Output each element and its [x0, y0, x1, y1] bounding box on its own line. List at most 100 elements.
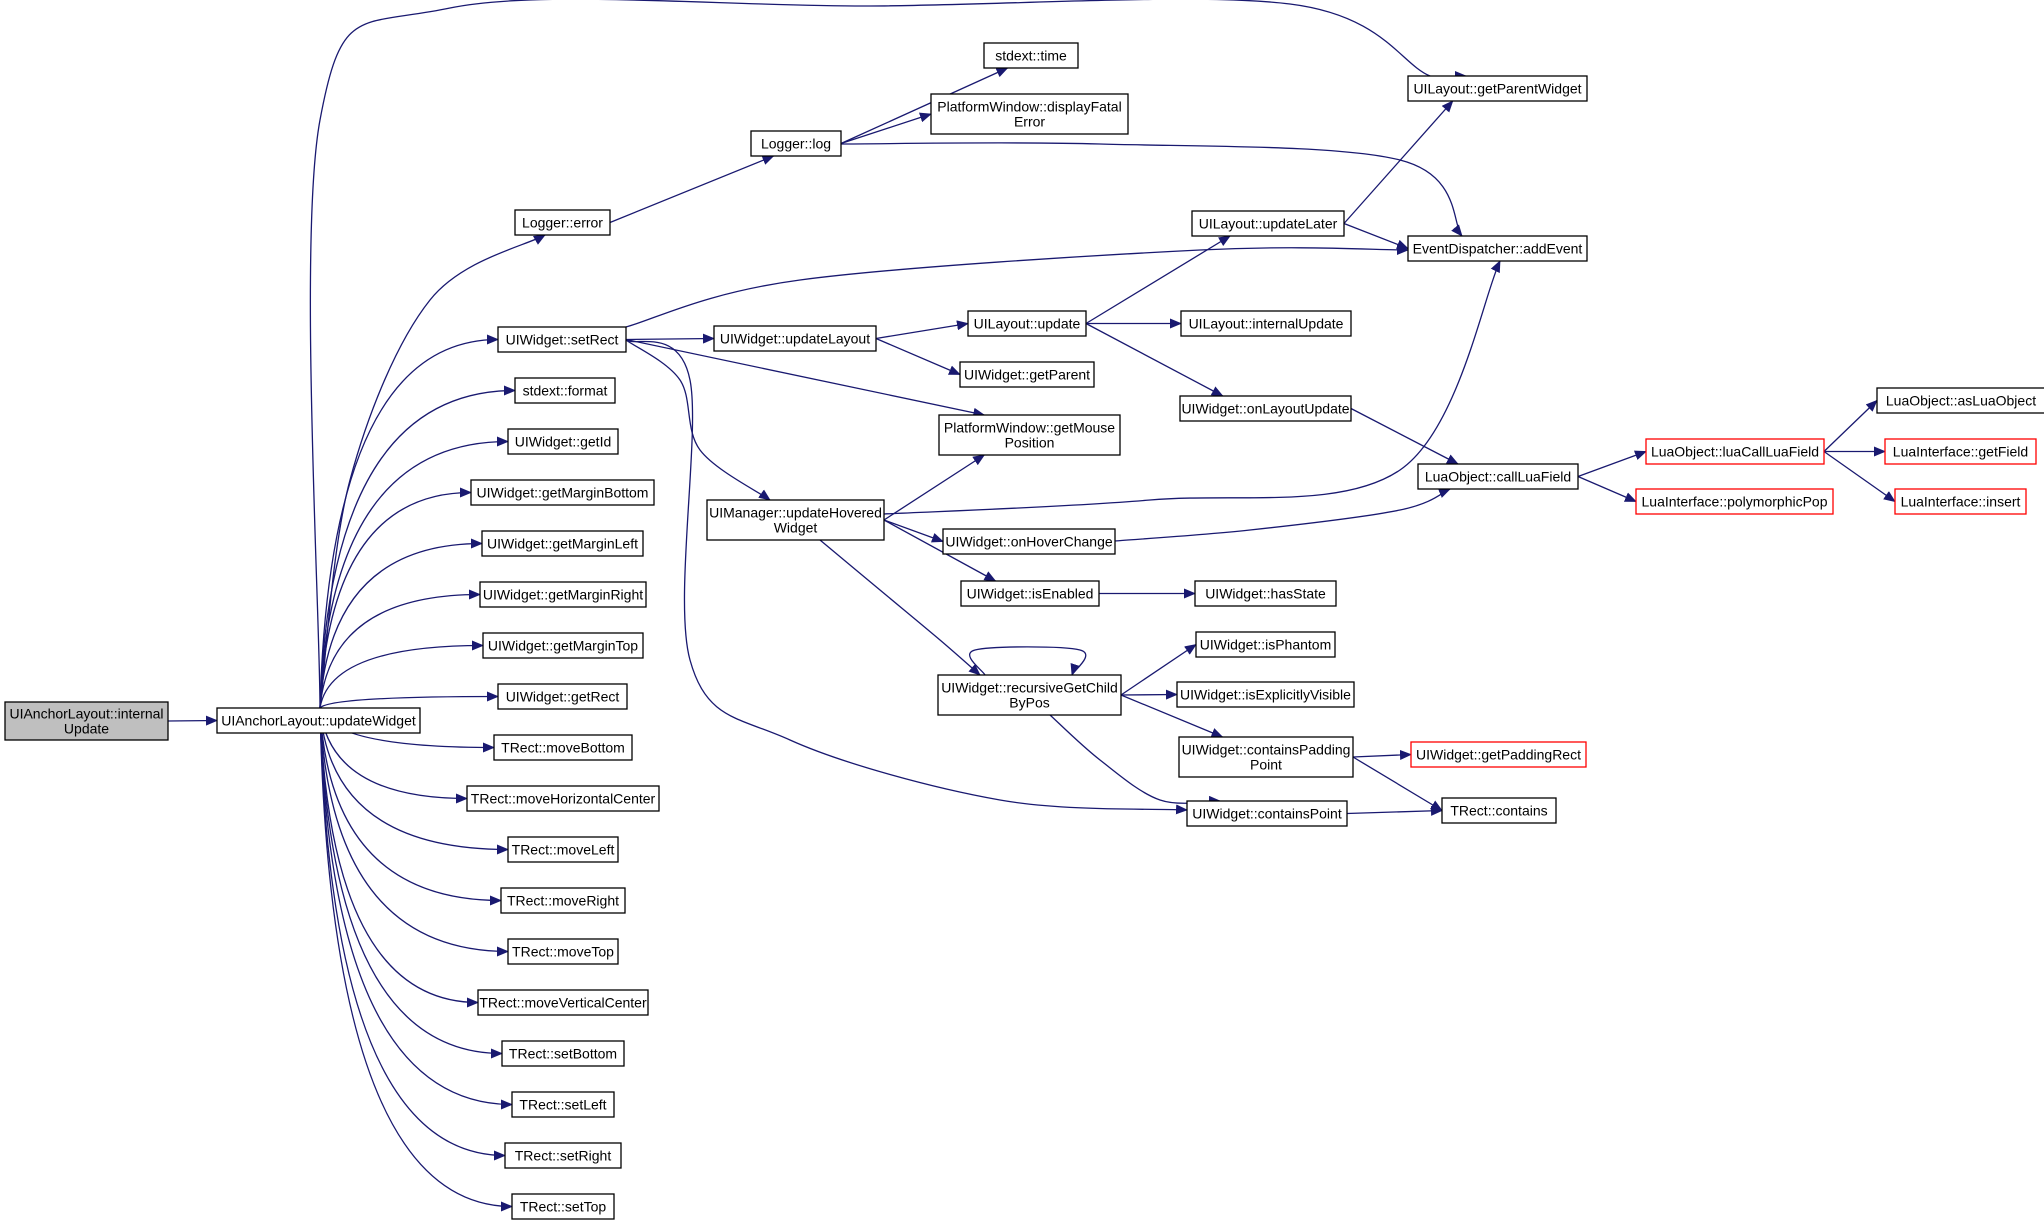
node-loggerLog[interactable]: Logger::log — [750, 130, 842, 157]
node-label: LuaObject::asLuaObject — [1886, 393, 2036, 409]
node-box — [1407, 235, 1588, 262]
node-onLayoutUpdate[interactable]: UIWidget::onLayoutUpdate — [1179, 395, 1352, 422]
node-label: UIWidget::isPhantom — [1200, 637, 1332, 653]
node-label: Widget — [774, 520, 818, 536]
node-stdextTime[interactable]: stdext::time — [983, 42, 1079, 69]
node-label: ByPos — [1009, 695, 1049, 711]
node-box — [1417, 463, 1579, 490]
node-getField[interactable]: LuaInterface::getField — [1884, 438, 2037, 465]
node-label: UILayout::updateLater — [1199, 216, 1338, 232]
node-label: LuaInterface::getField — [1893, 444, 2028, 460]
node-label: UIWidget::getMarginTop — [488, 638, 638, 654]
node-label: stdext::format — [523, 383, 608, 399]
node-getRect[interactable]: UIWidget::getRect — [497, 683, 628, 710]
node-moveHorizontalCenter[interactable]: TRect::moveHorizontalCenter — [466, 785, 660, 812]
node-luaCallLuaField[interactable]: LuaObject::luaCallLuaField — [1645, 438, 1825, 465]
node-label: TRect::moveHorizontalCenter — [471, 791, 656, 807]
node-isPhantom[interactable]: UIWidget::isPhantom — [1195, 631, 1336, 658]
node-box — [466, 785, 660, 812]
node-box — [938, 414, 1121, 456]
node-box — [1179, 395, 1352, 422]
edge-recursiveGetChildByPos-to-isPhantom — [1120, 643, 1197, 696]
node-callLuaField[interactable]: LuaObject::callLuaField — [1417, 463, 1579, 490]
node-updateLater[interactable]: UILayout::updateLater — [1191, 210, 1345, 237]
node-box — [1635, 488, 1834, 515]
edge-onHoverChange-to-callLuaField — [1114, 488, 1451, 542]
node-trectContains[interactable]: TRect::contains — [1441, 797, 1557, 824]
node-moveLeft[interactable]: TRect::moveLeft — [507, 836, 619, 863]
node-label: UIWidget::containsPoint — [1192, 806, 1342, 822]
node-setRect[interactable]: UIWidget::setRect — [497, 326, 627, 353]
node-moveRight[interactable]: TRect::moveRight — [500, 887, 626, 914]
node-label: UIWidget::getMarginBottom — [477, 485, 649, 501]
node-moveTop[interactable]: TRect::moveTop — [507, 938, 619, 965]
node-box — [1191, 210, 1345, 237]
edge-setRect-to-getMousePosition — [625, 338, 986, 418]
node-hasState[interactable]: UIWidget::hasState — [1194, 580, 1337, 607]
node-getMarginLeft[interactable]: UIWidget::getMarginLeft — [481, 530, 644, 557]
node-addEvent[interactable]: EventDispatcher::addEvent — [1407, 235, 1588, 262]
node-box — [937, 674, 1122, 716]
node-getPaddingRect[interactable]: UIWidget::getPaddingRect — [1410, 741, 1587, 768]
edge-containsPaddingPoint-to-trectContains — [1352, 756, 1443, 812]
node-box — [750, 130, 842, 157]
node-getMarginTop[interactable]: UIWidget::getMarginTop — [482, 632, 644, 659]
node-getMarginRight[interactable]: UIWidget::getMarginRight — [479, 581, 647, 608]
node-label: TRect::setLeft — [519, 1097, 606, 1113]
node-setLeft[interactable]: TRect::setLeft — [511, 1091, 615, 1118]
node-isEnabled[interactable]: UIWidget::isEnabled — [960, 580, 1100, 607]
node-loggerError[interactable]: Logger::error — [514, 209, 611, 236]
edge-layoutUpdate-to-updateLater — [1085, 235, 1231, 325]
node-box — [930, 93, 1129, 135]
edge-luaCallLuaField-to-asLuaObject — [1823, 399, 1878, 452]
edge-onLayoutUpdate-to-callLuaField — [1350, 407, 1459, 465]
node-getParentWidget[interactable]: UILayout::getParentWidget — [1407, 75, 1588, 102]
edge-callLuaField-to-luaCallLuaField — [1577, 450, 1647, 478]
node-box — [470, 479, 655, 506]
node-moveBottom[interactable]: TRect::moveBottom — [493, 734, 633, 761]
edge-updateWidget-to-setTop — [319, 707, 513, 1212]
nodes-layer: UIAnchorLayout::internalUpdate UIAnchorLa… — [4, 42, 2044, 1220]
node-box — [479, 581, 647, 608]
node-label: UIWidget::hasState — [1205, 586, 1326, 602]
node-isExplicitlyVisible[interactable]: UIWidget::isExplicitlyVisible — [1176, 681, 1355, 708]
node-containsPoint[interactable]: UIWidget::containsPoint — [1186, 800, 1348, 827]
node-moveVerticalCenter[interactable]: TRect::moveVerticalCenter — [477, 989, 649, 1016]
node-layoutUpdate[interactable]: UILayout::update — [967, 310, 1087, 337]
node-label: UIWidget::getParent — [964, 367, 1090, 383]
edge-updateWidget-to-getParentWidget — [309, 0, 1467, 709]
node-label: UIWidget::containsPadding — [1182, 742, 1351, 758]
node-label: Update — [64, 721, 109, 737]
edge-updateHoveredWidget-to-getMousePosition — [883, 454, 986, 521]
node-getParent[interactable]: UIWidget::getParent — [959, 361, 1095, 388]
node-format[interactable]: stdext::format — [514, 377, 616, 404]
node-getMarginBottom[interactable]: UIWidget::getMarginBottom — [470, 479, 655, 506]
edge-updateHoveredWidget-to-onHoverChange — [883, 519, 944, 543]
node-updateWidget[interactable]: UIAnchorLayout::updateWidget — [216, 707, 421, 734]
node-label: LuaInterface::polymorphicPop — [1642, 494, 1828, 510]
node-polymorphicPop[interactable]: LuaInterface::polymorphicPop — [1635, 488, 1834, 515]
node-setBottom[interactable]: TRect::setBottom — [501, 1040, 625, 1067]
node-insert[interactable]: LuaInterface::insert — [1894, 488, 2027, 515]
edge-layoutUpdate-to-onLayoutUpdate — [1085, 322, 1224, 397]
node-getId[interactable]: UIWidget::getId — [507, 428, 619, 455]
node-label: UIWidget::getMarginLeft — [487, 536, 638, 552]
node-label: Logger::error — [522, 215, 603, 231]
node-setRight[interactable]: TRect::setRight — [504, 1142, 622, 1169]
node-internalUpdate[interactable]: UILayout::internalUpdate — [1180, 310, 1352, 337]
node-setTop[interactable]: TRect::setTop — [511, 1193, 615, 1220]
node-asLuaObject[interactable]: LuaObject::asLuaObject — [1876, 387, 2044, 414]
node-onHoverChange[interactable]: UIWidget::onHoverChange — [942, 528, 1116, 555]
node-box — [1645, 438, 1825, 465]
node-updateLayout[interactable]: UIWidget::updateLayout — [713, 325, 877, 352]
edge-recursiveGetChildByPos-to-recursiveGetChildByPos — [968, 646, 1087, 676]
node-root[interactable]: UIAnchorLayout::internalUpdate — [4, 701, 169, 741]
edge-updateWidget-to-getMarginBottom — [319, 487, 472, 709]
node-box — [493, 734, 633, 761]
node-label: UIAnchorLayout::updateWidget — [221, 713, 416, 729]
